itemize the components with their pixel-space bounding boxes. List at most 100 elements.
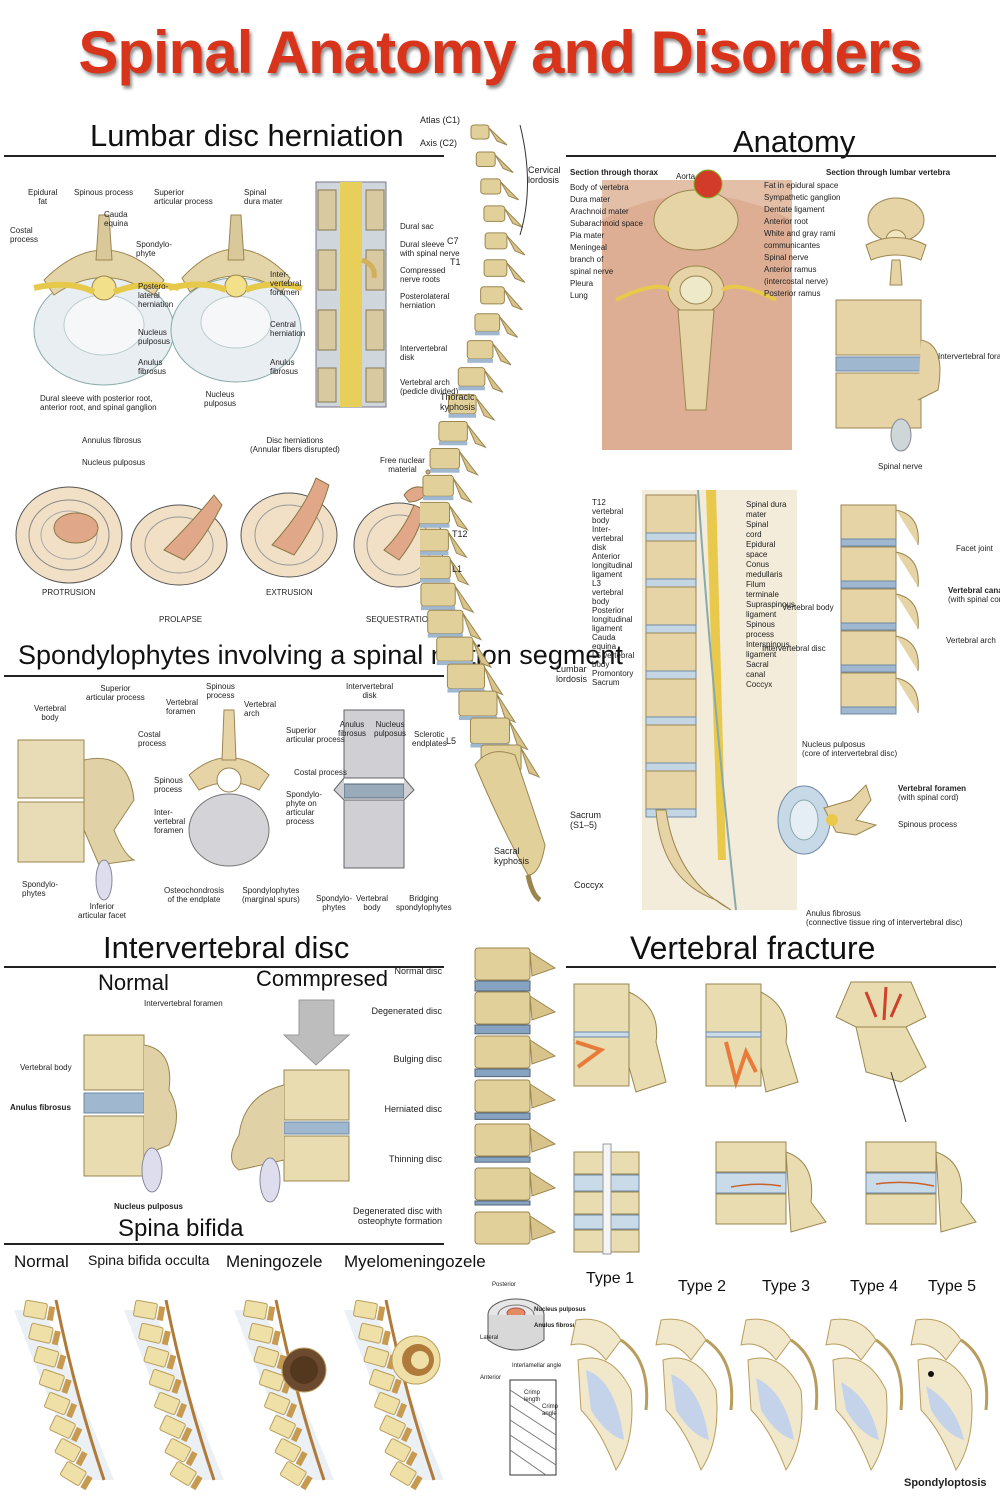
disc (840, 664, 897, 673)
label-thorax-left: Body of vertebra Dura mater Arachnoid ma… (570, 183, 643, 300)
vertebra (480, 286, 523, 311)
divider (4, 675, 444, 677)
label-aorta: Aorta (676, 172, 696, 181)
vertebra (474, 947, 531, 981)
vertebra (483, 205, 524, 228)
vertebra (474, 991, 531, 1025)
disc (645, 532, 697, 542)
disc (474, 1068, 531, 1078)
disc (645, 808, 697, 818)
label-marginal: Spondylophytes (marginal spurs) (242, 886, 300, 904)
label-np: Nucleus pulposus (802, 740, 866, 749)
disc (474, 1200, 531, 1206)
process (895, 593, 919, 630)
thorax-left-labels: Body of vertebra Dura mater Arachnoid ma… (570, 182, 643, 302)
disc (840, 622, 897, 631)
degeneration-label: Thinning disc (388, 1154, 442, 1164)
process (529, 1171, 557, 1197)
disc (840, 538, 897, 547)
spondylolisthesis-figure (910, 1318, 989, 1472)
label-anulus: Anulus fibrosus (138, 358, 167, 376)
vertebra (436, 636, 493, 669)
spine-column-panel (420, 105, 570, 905)
label-vbody-2: Vertebral body (356, 894, 389, 912)
label-phytes-2: Spondylo- phytes (316, 894, 353, 912)
anatomy-illustration (602, 169, 941, 911)
divider (566, 155, 996, 157)
label-compressed: Commpresed (256, 966, 389, 991)
label-extrusion: EXTRUSION (266, 588, 313, 597)
label-sclerotic: Sclerotic endplates (412, 730, 447, 748)
label-cervical-lordosis: Cervical lordosis (528, 165, 561, 185)
label-vforamen: Vertebral foramen (898, 784, 967, 793)
label-bridging: Bridging spondylophytes (396, 894, 452, 912)
vertebra (474, 1167, 531, 1201)
label-atlas: Atlas (C1) (420, 115, 461, 125)
ivdisc-panel: Intervertebral foramen Vertebral body An… (4, 995, 444, 1211)
process (529, 951, 557, 977)
label-nucleus-s: Nucleus pulposus (374, 720, 407, 738)
vertebra-body (840, 504, 897, 540)
disc (474, 980, 531, 992)
ivdisc-illustration (83, 999, 351, 1203)
fracture-illustration (573, 981, 977, 1255)
label-nucleus-pulposus: Nucleus pulposus (114, 1202, 183, 1211)
label-lateral: Lateral (480, 1335, 499, 1341)
spina-type-label: Spina bifida occulta (88, 1252, 210, 1268)
label-phytes: Spondylo- phytes (22, 880, 59, 898)
label-thoracic-kyphosis: Thoracic kyphosis (440, 392, 476, 412)
label-anulus-2: Anulus fibrosus (270, 358, 299, 376)
label-spinous: Spinous process (154, 776, 183, 794)
vertebra-body (645, 494, 697, 534)
vertebra (427, 609, 483, 641)
vertebra (458, 690, 517, 724)
label-section-lumbar: Section through lumbar vertebra (826, 168, 951, 177)
section-title-fracture: Vertebral fracture (630, 930, 876, 966)
label-ivf: Intervertebral foramen (938, 352, 1000, 361)
section-title-anatomy: Anatomy (733, 124, 856, 159)
label-nucleus-2: Nucleus pulposus (204, 390, 237, 408)
divider (4, 1243, 444, 1245)
label-vertebral-canal-sub: (with spinal cord) (948, 595, 1000, 604)
thorax-right-labels: Fat in epidural space Sympathetic gangli… (764, 180, 841, 300)
label-af-sub: (connective tissue ring of intervertebra… (806, 918, 963, 927)
label-sequestration: SEQUESTRATION (366, 615, 434, 624)
label-sagittal-right: Spinal dura mater Spinal cord Epidural s… (746, 500, 795, 689)
vertebra-body (840, 588, 897, 624)
disc (840, 706, 897, 715)
spondylolisthesis-panel (566, 1300, 996, 1480)
label-spinal-nerve: Spinal nerve (878, 462, 923, 471)
label-vertebral-body: Vertebral body (20, 1063, 72, 1072)
label-t12: T12 (452, 529, 468, 539)
fracture-panel (566, 972, 996, 1262)
degeneration-column (450, 940, 560, 1260)
label-lumbar-lordosis: Lumbar lordosis (556, 664, 588, 684)
label-facet-joint: Facet joint (956, 544, 993, 553)
label-coccyx: Coccyx (574, 880, 604, 890)
disc (645, 716, 697, 726)
process (529, 1083, 557, 1109)
sagittal-left-labels: T12 vertebral body Inter- vertebral disk… (592, 498, 634, 687)
degeneration-label: Bulging disc (393, 1054, 442, 1064)
label-sagittal-left: T12 vertebral body Inter- vertebral disk… (592, 498, 635, 687)
disc-lamellae-panel: Posterior Nucleus pulposus Anulus fibros… (476, 1280, 586, 1490)
label-interlamellar: Interlamellar angle (512, 1363, 562, 1369)
sacrum (474, 751, 546, 876)
vertebra (474, 1079, 531, 1113)
label-varch-s: Vertebral arch (244, 700, 277, 718)
label-ivdisk-s: Intervertebral disk (346, 682, 394, 700)
disc (840, 580, 897, 589)
spinal-column-illustration (420, 124, 546, 903)
label-dural-sac: Dural sac (400, 222, 434, 231)
vertebra (470, 124, 508, 146)
label-sup-art: Superior articular process (86, 684, 145, 702)
label-vertebral-arch: Vertebral arch (946, 636, 996, 645)
label-compressed-roots: Compressed nerve roots (400, 266, 446, 284)
page-title: Spinal Anatomy and Disorders (78, 19, 922, 86)
vertebra (474, 1211, 531, 1245)
vertebra (483, 259, 526, 283)
vertebra (475, 151, 514, 173)
disc-stages (15, 469, 444, 588)
label-t1: T1 (450, 257, 461, 267)
